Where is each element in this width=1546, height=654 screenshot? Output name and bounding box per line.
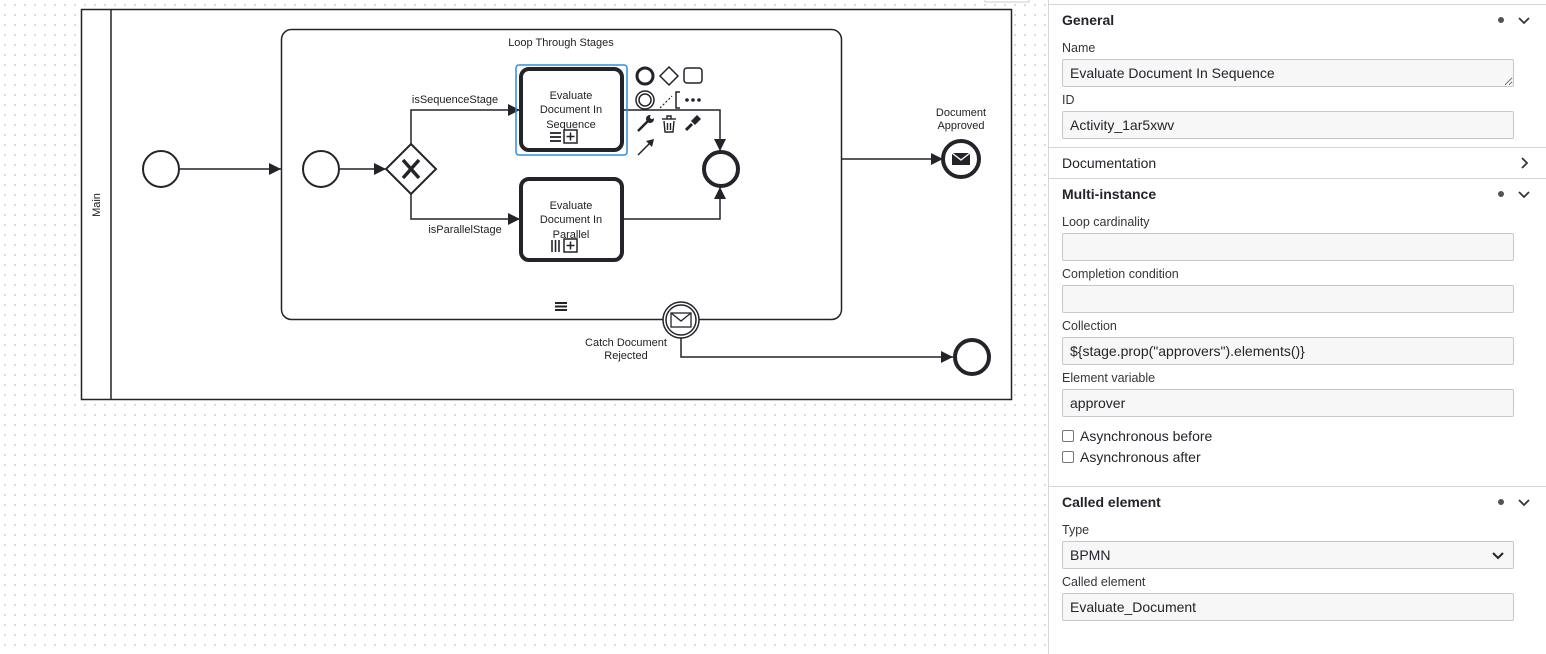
more-options-icon[interactable] bbox=[685, 98, 701, 102]
approved-label-line-2: Approved bbox=[937, 120, 984, 132]
group-documentation-title: Documentation bbox=[1062, 155, 1157, 171]
data-marker-icon bbox=[1498, 191, 1504, 197]
type-select-value: BPMN bbox=[1070, 547, 1111, 563]
subprocess-label: Loop Through Stages bbox=[508, 37, 614, 49]
called-element-label: Called element bbox=[1062, 575, 1146, 589]
called-element-field[interactable]: Evaluate_Document bbox=[1062, 593, 1514, 621]
data-marker-icon bbox=[1498, 499, 1504, 505]
element-variable-field[interactable]: approver bbox=[1062, 389, 1514, 417]
sequential-marker-icon bbox=[550, 132, 561, 142]
approved-label-line-1: Document bbox=[936, 107, 986, 119]
append-intermediate-event-icon[interactable] bbox=[635, 90, 655, 110]
async-after-label: Asynchronous after bbox=[1080, 449, 1201, 465]
end-event-document-approved[interactable] bbox=[941, 139, 981, 179]
flow-rejected-to-end[interactable] bbox=[680, 338, 953, 363]
flow-sequence-stage[interactable] bbox=[410, 104, 520, 144]
chevron-down-icon[interactable] bbox=[1516, 186, 1532, 202]
flow-sequence-label: isSequenceStage bbox=[412, 94, 498, 106]
exclusive-gateway[interactable] bbox=[384, 142, 438, 196]
append-end-event-icon[interactable] bbox=[635, 66, 655, 86]
loop-cardinality-label: Loop cardinality bbox=[1062, 215, 1150, 229]
loop-cardinality-field[interactable] bbox=[1062, 233, 1514, 261]
connect-arrow-icon[interactable] bbox=[637, 139, 654, 156]
group-general-title: General bbox=[1062, 12, 1115, 28]
element-variable-label: Element variable bbox=[1062, 371, 1156, 385]
task-sequence-line-2: Document In bbox=[540, 104, 602, 116]
task-parallel-line-2: Document In bbox=[540, 214, 602, 226]
lane-label: Main bbox=[91, 193, 103, 217]
bpmn-diagram[interactable]: Main Loop Through Stages isSequenceStage… bbox=[0, 0, 1048, 654]
flow-parallel-to-end[interactable] bbox=[622, 187, 726, 220]
canvas-toolbar-edge bbox=[984, 0, 1030, 3]
id-field[interactable]: Activity_1ar5xwv bbox=[1062, 111, 1514, 139]
type-select[interactable]: BPMN bbox=[1062, 541, 1514, 569]
wrench-icon[interactable] bbox=[637, 115, 654, 132]
message-filled-icon bbox=[951, 152, 971, 165]
group-documentation: Documentation bbox=[1049, 148, 1546, 179]
group-called-element-title: Called element bbox=[1062, 494, 1161, 510]
subprocess-sequential-marker-icon bbox=[555, 302, 567, 311]
sequence-flows[interactable] bbox=[179, 104, 953, 363]
trash-icon[interactable] bbox=[662, 115, 676, 133]
completion-condition-label: Completion condition bbox=[1062, 267, 1179, 281]
rejected-label-line-2: Rejected bbox=[604, 350, 647, 362]
parallel-marker-icon bbox=[551, 240, 560, 252]
group-multi-instance: Multi-instance Loop cardinality Completi… bbox=[1049, 179, 1546, 487]
group-multi-instance-header[interactable]: Multi-instance bbox=[1062, 179, 1532, 209]
id-label: ID bbox=[1062, 93, 1075, 107]
async-after-row[interactable]: Asynchronous after bbox=[1062, 447, 1532, 467]
boundary-event-document-rejected[interactable] bbox=[662, 301, 700, 339]
data-marker-icon bbox=[1498, 17, 1504, 23]
task-evaluate-sequence[interactable]: Evaluate Document In Sequence bbox=[515, 64, 628, 156]
async-after-checkbox[interactable] bbox=[1062, 451, 1074, 463]
flow-parallel-label: isParallelStage bbox=[428, 224, 501, 236]
flow-sequence-to-end[interactable] bbox=[622, 109, 726, 151]
group-called-element-header[interactable]: Called element bbox=[1062, 487, 1532, 517]
context-pad[interactable] bbox=[635, 65, 703, 156]
chevron-down-icon[interactable] bbox=[1516, 494, 1532, 510]
start-event[interactable] bbox=[142, 150, 180, 188]
diagram-canvas[interactable]: Main Loop Through Stages isSequenceStage… bbox=[0, 0, 1048, 654]
task-parallel-line-1: Evaluate bbox=[550, 200, 593, 212]
collapsed-marker-icon bbox=[563, 129, 578, 144]
name-label: Name bbox=[1062, 41, 1096, 55]
chevron-right-icon[interactable] bbox=[1516, 155, 1532, 171]
text-annotation-icon[interactable] bbox=[675, 91, 680, 109]
completion-condition-field[interactable] bbox=[1062, 285, 1514, 313]
collection-label: Collection bbox=[1062, 319, 1117, 333]
inner-end-event[interactable] bbox=[702, 150, 740, 188]
rejected-label-line-1: Catch Document bbox=[585, 337, 667, 349]
group-general: General Name Evaluate Document In Sequen… bbox=[1049, 4, 1546, 148]
task-parallel-line-3: Parallel bbox=[553, 229, 590, 241]
subprocess-loop-through-stages[interactable]: Loop Through Stages bbox=[280, 28, 843, 321]
flow-parallel-stage[interactable] bbox=[410, 194, 520, 225]
select-chevron-down-icon bbox=[1492, 552, 1504, 560]
append-task-icon[interactable] bbox=[683, 67, 703, 84]
collapsed-marker-icon bbox=[563, 238, 578, 253]
group-called-element: Called element Type BPMN Called element … bbox=[1049, 487, 1546, 621]
paint-brush-icon[interactable] bbox=[684, 115, 701, 132]
async-before-row[interactable]: Asynchronous before bbox=[1062, 426, 1532, 446]
type-label: Type bbox=[1062, 523, 1090, 537]
name-field[interactable]: Evaluate Document In Sequence bbox=[1062, 59, 1514, 87]
task-sequence-line-3: Sequence bbox=[546, 119, 596, 131]
inner-start-event[interactable] bbox=[302, 150, 340, 188]
end-event-rejected[interactable] bbox=[953, 338, 991, 376]
properties-panel: General Name Evaluate Document In Sequen… bbox=[1048, 0, 1546, 654]
group-multi-instance-title: Multi-instance bbox=[1062, 186, 1157, 202]
task-sequence-line-1: Evaluate bbox=[550, 90, 593, 102]
collection-field[interactable]: ${stage.prop("approvers").elements()} bbox=[1062, 337, 1514, 365]
append-gateway-icon[interactable] bbox=[658, 65, 680, 87]
group-documentation-header[interactable]: Documentation bbox=[1062, 148, 1532, 178]
async-before-checkbox[interactable] bbox=[1062, 430, 1074, 442]
selection-outline bbox=[515, 64, 628, 156]
group-general-header[interactable]: General bbox=[1062, 5, 1532, 35]
connect-association-icon[interactable] bbox=[659, 95, 673, 109]
task-evaluate-parallel[interactable]: Evaluate Document In Parallel bbox=[519, 177, 624, 262]
async-before-label: Asynchronous before bbox=[1080, 428, 1213, 444]
chevron-down-icon[interactable] bbox=[1516, 12, 1532, 28]
message-icon bbox=[670, 312, 692, 328]
